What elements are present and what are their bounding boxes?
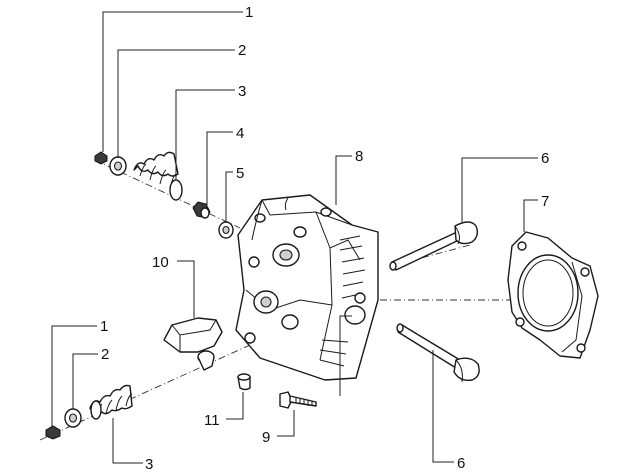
callout-labels: 1 2 3 4 5 8 6 7 10 1 2 3 11 9 6: [100, 4, 549, 473]
callout-5: 5: [236, 165, 244, 182]
valve-keeper-upper: [94, 151, 108, 165]
callout-2-upper: 2: [238, 42, 246, 59]
screw: [279, 391, 317, 409]
callout-3-upper: 3: [238, 83, 246, 100]
valve-lower: [396, 323, 480, 383]
cylinder-head: [235, 194, 379, 381]
callout-6-lower: 6: [457, 455, 465, 472]
callout-2-lower: 2: [101, 346, 109, 363]
callout-1-lower: 1: [100, 318, 108, 335]
spring-seat-washer: [218, 221, 234, 239]
valve-keeper-lower: [45, 425, 61, 440]
head-gasket: [507, 231, 599, 359]
dowel-pin: [237, 373, 251, 391]
rocker-arm: [163, 317, 223, 371]
valve-spring-lower: [89, 384, 133, 420]
callout-1-upper: 1: [245, 4, 253, 21]
callout-7: 7: [541, 193, 549, 210]
callout-6-upper: 6: [541, 150, 549, 167]
callout-9: 9: [262, 429, 270, 446]
callout-4: 4: [236, 125, 244, 142]
spring-retainer-lower: [64, 408, 82, 428]
callout-8: 8: [355, 148, 363, 165]
callout-10: 10: [152, 254, 169, 271]
callout-3-lower: 3: [145, 456, 153, 473]
callout-leaders: [51, 11, 538, 464]
valve-upper: [389, 221, 479, 271]
valve-spring-upper: [133, 151, 183, 201]
valve-stem-seal: [192, 201, 211, 219]
spring-retainer-upper: [109, 156, 127, 176]
callout-11: 11: [204, 412, 220, 429]
